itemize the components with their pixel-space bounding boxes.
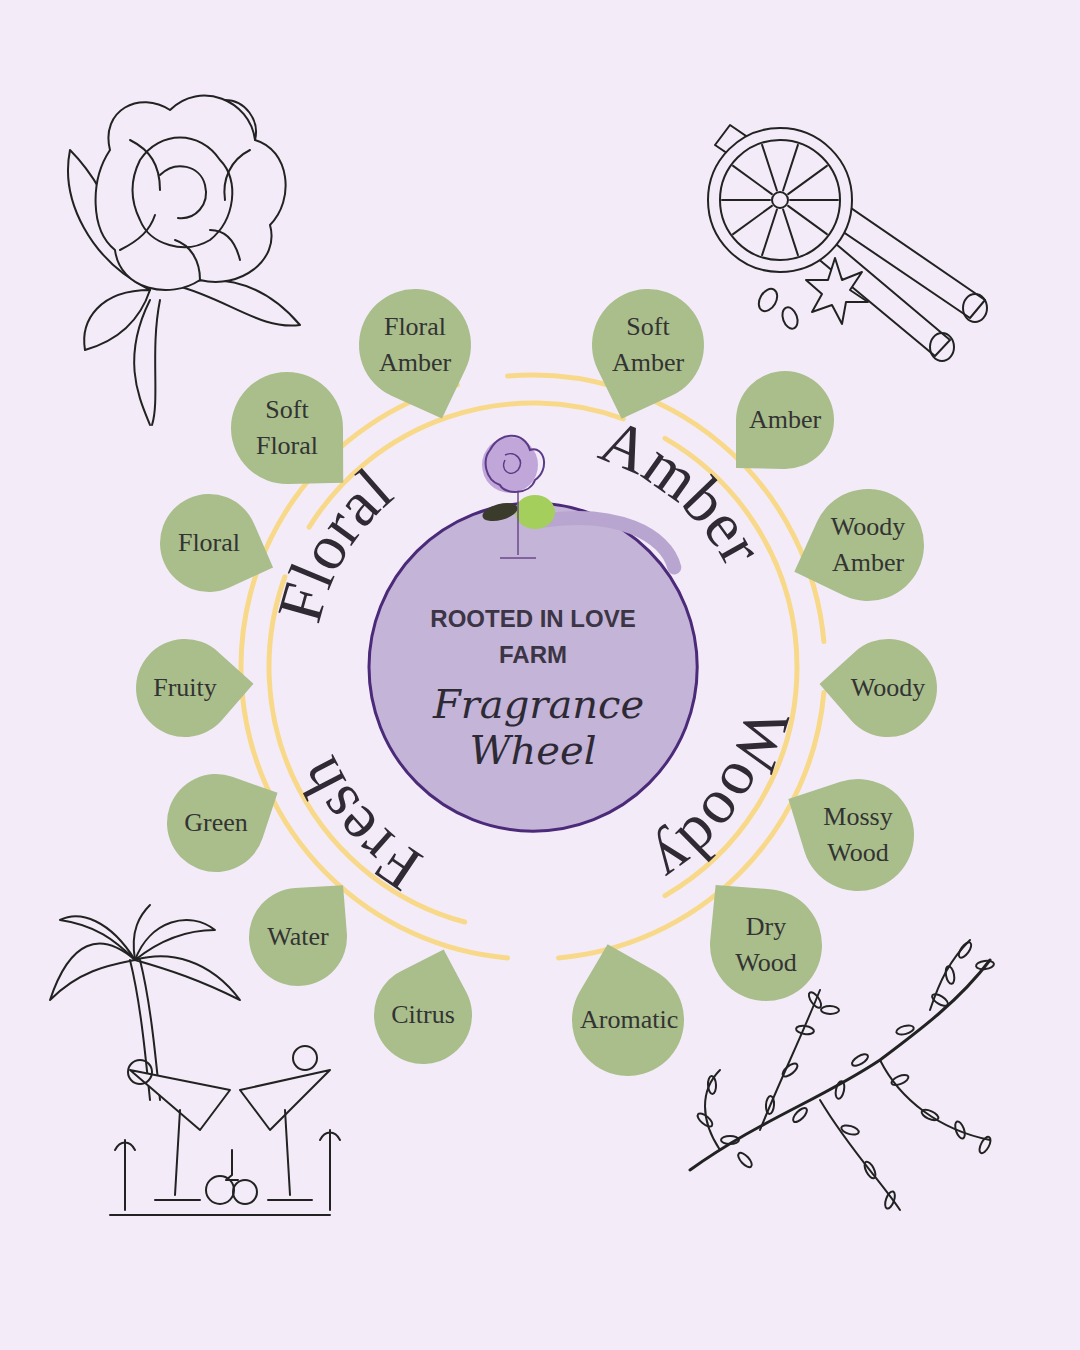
- fragrance-name: Aromatic: [580, 1002, 676, 1038]
- circle-fill: [369, 503, 697, 831]
- leaf: [821, 1006, 839, 1014]
- orange-segment: [783, 145, 798, 191]
- fragrance-name: Citrus: [391, 997, 455, 1033]
- orange-segment: [790, 199, 838, 201]
- leaf: [930, 992, 950, 1008]
- orange-segment: [783, 210, 798, 256]
- leaf: [834, 1080, 846, 1099]
- center-circle: ROOTED IN LOVE FARM Fragrance Wheel: [367, 501, 699, 833]
- leaf: [696, 1111, 715, 1129]
- leaf: [895, 1024, 914, 1036]
- teardrop-fill: [710, 885, 822, 1001]
- fragrance-name: Green: [184, 805, 248, 841]
- orange-segment: [762, 145, 777, 191]
- fragrance-name: Fruity: [153, 670, 217, 706]
- fragrance-bubble: Citrus: [374, 966, 472, 1064]
- leaf: [791, 1106, 809, 1125]
- fragrance-bubble: Floral Amber: [359, 289, 471, 401]
- leaf: [890, 1073, 910, 1087]
- fragrance-bubble: Amber: [736, 371, 834, 469]
- fragrance-bubble: Floral: [160, 494, 258, 592]
- leaf: [796, 1025, 815, 1035]
- fragrance-name: Floral Amber: [367, 309, 463, 382]
- fragrance-bubble: Soft Floral: [231, 372, 343, 484]
- leaf: [883, 1190, 897, 1210]
- teardrop-fill: [167, 774, 278, 872]
- teardrop-fill: [160, 494, 273, 592]
- fragrance-name: Floral: [178, 525, 240, 561]
- fragrance-bubble: Woody: [839, 639, 937, 737]
- orange-segment: [733, 166, 772, 194]
- teardrop-fill: [136, 639, 253, 737]
- teardrop-shape: [592, 289, 704, 401]
- leaf: [840, 1124, 860, 1137]
- fragrance-bubble: Dry Wood: [710, 889, 822, 1001]
- leaf: [956, 940, 973, 959]
- teardrop-fill: [736, 371, 834, 469]
- fragrance-bubble: Mossy Wood: [802, 779, 914, 891]
- fragrance-name: Water: [267, 919, 328, 955]
- fragrance-name: Soft Floral: [239, 392, 335, 465]
- orange-segment: [722, 199, 770, 201]
- spice-drawing: [708, 125, 987, 361]
- fragrance-name: Woody Amber: [820, 509, 916, 582]
- leaf: [708, 1076, 717, 1094]
- leaf: [920, 1108, 940, 1123]
- orange-segment: [762, 210, 777, 256]
- leaf: [977, 1135, 993, 1155]
- leaf: [721, 1136, 739, 1144]
- teardrop-fill: [374, 950, 472, 1064]
- fragrance-bubble: Soft Amber: [592, 289, 704, 401]
- orange-segment: [733, 206, 772, 234]
- teardrop-fill: [572, 944, 684, 1076]
- leaf: [850, 1052, 870, 1068]
- leaf: [976, 960, 995, 970]
- swoosh: [541, 518, 674, 567]
- teardrop-fill: [788, 779, 914, 891]
- teardrop-fill: [820, 639, 937, 737]
- teardrop-fill: [231, 372, 343, 484]
- fragrance-name: Dry Wood: [718, 909, 814, 982]
- teardrop-shape: [812, 489, 924, 601]
- orange-segment: [788, 166, 827, 194]
- teardrop-fill: [249, 885, 347, 986]
- leaf: [953, 1120, 966, 1140]
- leaf: [765, 1096, 774, 1115]
- leaf: [807, 990, 824, 1009]
- teardrop-fill: [592, 289, 704, 419]
- fragrance-bubble: Woody Amber: [812, 489, 924, 601]
- fragrance-name: Mossy Wood: [810, 799, 906, 872]
- peony-drawing: [68, 96, 300, 425]
- leaf: [862, 1160, 877, 1180]
- fragrance-name: Amber: [749, 402, 821, 438]
- fragrance-name: Soft Amber: [600, 309, 696, 382]
- fragrance-name: Woody: [851, 670, 925, 706]
- teardrop-fill: [359, 289, 471, 419]
- teardrop-shape: [231, 372, 343, 484]
- fragrance-bubble: Green: [167, 774, 265, 872]
- fragrance-bubble: Aromatic: [572, 964, 684, 1076]
- teardrop-shape: [802, 779, 914, 891]
- farm-name: ROOTED IN LOVE FARM: [413, 601, 653, 673]
- teardrop-shape: [710, 889, 822, 1001]
- leaf: [780, 1061, 799, 1079]
- fragrance-bubble: Water: [249, 888, 347, 986]
- orange-segment: [788, 206, 827, 234]
- teardrop-shape: [359, 289, 471, 401]
- wheel-title: Fragrance Wheel: [433, 681, 633, 773]
- leaf: [736, 1151, 754, 1170]
- fragrance-bubble: Fruity: [136, 639, 234, 737]
- leaf: [944, 965, 955, 984]
- teardrop-fill: [794, 489, 924, 601]
